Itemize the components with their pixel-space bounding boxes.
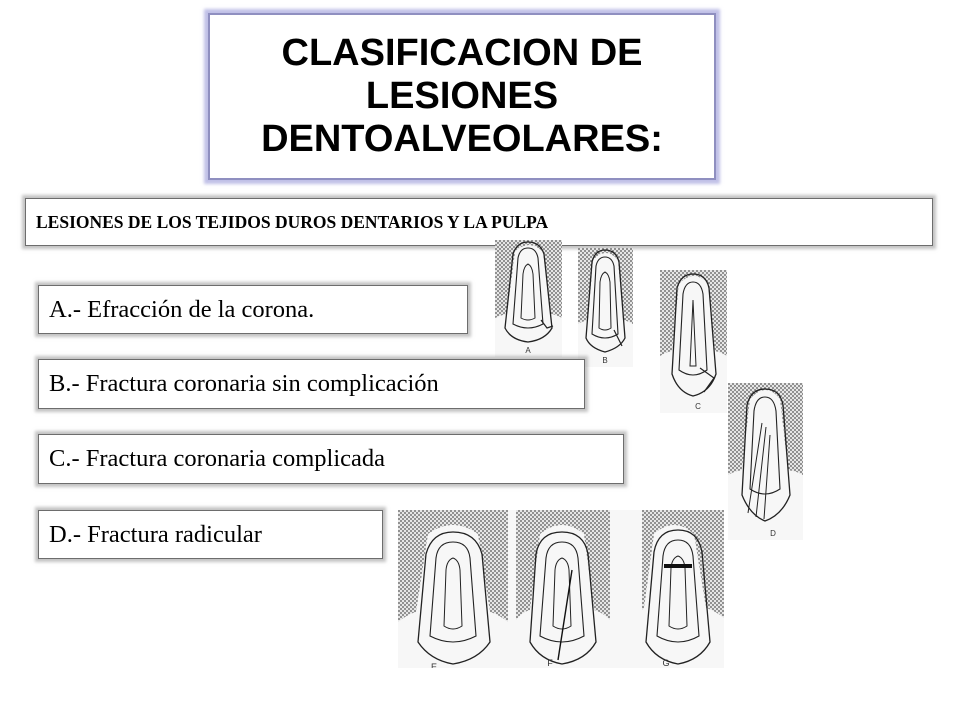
figure-label-e: E bbox=[431, 662, 437, 668]
subtitle-text: LESIONES DE LOS TEJIDOS DUROS DENTARIOS … bbox=[36, 211, 549, 232]
title-line-3: DENTOALVEOLARES: bbox=[261, 118, 663, 160]
tooth-figure-c: C bbox=[660, 270, 727, 413]
item-c-box: C.- Fractura coronaria complicada bbox=[38, 434, 624, 484]
figure-label-c: C bbox=[695, 402, 701, 411]
item-b-label: B.- Fractura coronaria sin complicación bbox=[49, 370, 439, 397]
figure-label-g: G bbox=[662, 658, 669, 668]
figure-label-b: B bbox=[602, 356, 607, 365]
item-a-label: A.- Efracción de la corona. bbox=[49, 295, 315, 323]
tooth-figure-d: D bbox=[728, 383, 803, 540]
title-box: CLASIFICACION DE LESIONES DENTOALVEOLARE… bbox=[208, 13, 716, 180]
title-line-1: CLASIFICACION DE bbox=[281, 32, 643, 74]
tooth-figure-efg: E F G bbox=[398, 510, 724, 668]
item-c-label: C.- Fractura coronaria complicada bbox=[49, 445, 386, 472]
item-a-box: A.- Efracción de la corona. bbox=[38, 285, 468, 334]
item-d-label: D.- Fractura radicular bbox=[49, 520, 262, 548]
slide-title: CLASIFICACION DE LESIONES DENTOALVEOLARE… bbox=[261, 32, 663, 161]
tooth-figure-b: B bbox=[578, 248, 633, 367]
item-d-box: D.- Fractura radicular bbox=[38, 510, 383, 559]
figure-label-d: D bbox=[770, 529, 776, 538]
item-b-box: B.- Fractura coronaria sin complicación bbox=[38, 359, 585, 409]
tooth-figure-a: A bbox=[495, 240, 562, 357]
title-line-2: LESIONES bbox=[365, 75, 559, 117]
subtitle-box: LESIONES DE LOS TEJIDOS DUROS DENTARIOS … bbox=[25, 198, 933, 246]
figure-label-a: A bbox=[525, 346, 531, 355]
figure-label-f: F bbox=[547, 658, 553, 668]
